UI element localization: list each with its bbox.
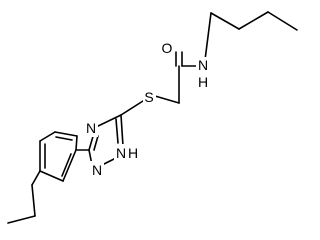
bond-ph-inner-3 bbox=[61, 153, 72, 177]
bond-s-c5 bbox=[120, 100, 144, 116]
bond-ethyl-3 bbox=[7, 215, 36, 224]
bond-ph-3 bbox=[39, 131, 56, 142]
bond-ph-1 bbox=[75, 135, 78, 151]
bond-c3-n4-double bbox=[93, 135, 99, 151]
bond-butyl-3 bbox=[210, 12, 240, 30]
amide-nitrogen-label: N bbox=[198, 57, 208, 73]
molecule-drawing: O N H S N N H N bbox=[7, 11, 298, 224]
bond-ph-inner-1 bbox=[55, 136, 73, 141]
triazole-n4-label: N bbox=[86, 120, 96, 136]
bond-ph-2 bbox=[54, 131, 78, 137]
bond-c5-n1 bbox=[120, 114, 124, 147]
amide-hydrogen-label: H bbox=[198, 74, 208, 90]
bond-c5-n1-double bbox=[115, 118, 119, 144]
bond-ethyl-2 bbox=[31, 184, 36, 217]
structure-diagram: O N H S N N H N bbox=[7, 11, 298, 224]
sulfur-atom-label: S bbox=[144, 89, 153, 105]
oxygen-atom-label: O bbox=[162, 40, 173, 56]
bond-butyl-2 bbox=[238, 11, 269, 30]
bond-butyl-n bbox=[204, 12, 212, 61]
bond-ph-6 bbox=[62, 149, 77, 182]
bond-ethyl-1 bbox=[31, 170, 41, 186]
triazole-n1h-label: N bbox=[116, 145, 126, 161]
bond-ch2-s bbox=[154, 95, 180, 104]
bond-c5-n4 bbox=[93, 114, 122, 129]
triazole-n2-label: N bbox=[92, 162, 102, 178]
bond-ph-5 bbox=[39, 170, 64, 182]
bond-butyl-1 bbox=[267, 11, 298, 31]
triazole-hydrogen-label: H bbox=[128, 145, 138, 161]
